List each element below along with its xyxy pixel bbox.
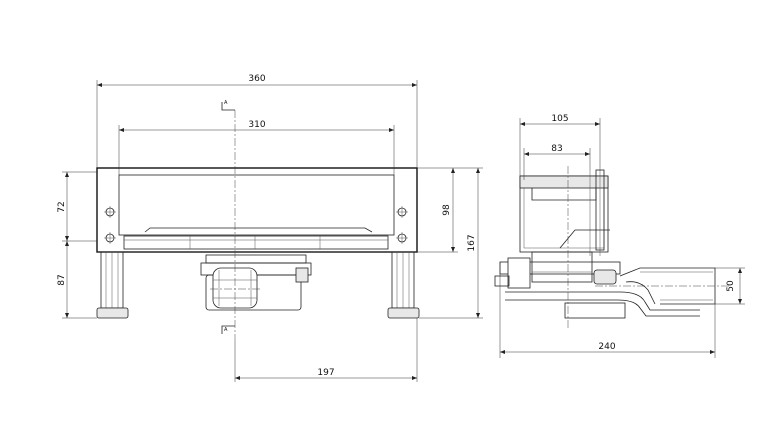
side-trap [505, 291, 700, 311]
leg-right [387, 251, 420, 319]
section-mark-top: A [224, 100, 228, 106]
channel-base [123, 235, 389, 250]
front-view: A A 360 310 72 87 98 167 [57, 74, 483, 382]
dim-top-outer: 105 [551, 114, 568, 124]
leg-left [96, 251, 129, 319]
dim-height-lower: 87 [57, 274, 67, 285]
dim-width-total: 360 [248, 74, 265, 84]
side-view: 105 83 240 50 [494, 114, 745, 358]
screw-icon [396, 232, 408, 244]
dim-pipe: 50 [726, 280, 736, 292]
section-mark-bottom: A [224, 327, 228, 333]
channel-body [144, 227, 373, 233]
screw-icon [104, 232, 116, 244]
drain-outlet [200, 254, 312, 311]
dim-offset: 197 [317, 368, 334, 378]
screw-icon [396, 206, 408, 218]
dim-height-total: 167 [467, 234, 477, 251]
front-frame-inner [118, 174, 395, 236]
dim-length: 240 [598, 342, 615, 352]
screw-icon [104, 206, 116, 218]
dim-width-inner: 310 [248, 120, 265, 130]
dim-height-upper: 72 [57, 201, 67, 212]
dim-height-mid: 98 [442, 204, 452, 216]
side-frame [519, 175, 609, 253]
dim-top-inner: 83 [551, 144, 562, 154]
